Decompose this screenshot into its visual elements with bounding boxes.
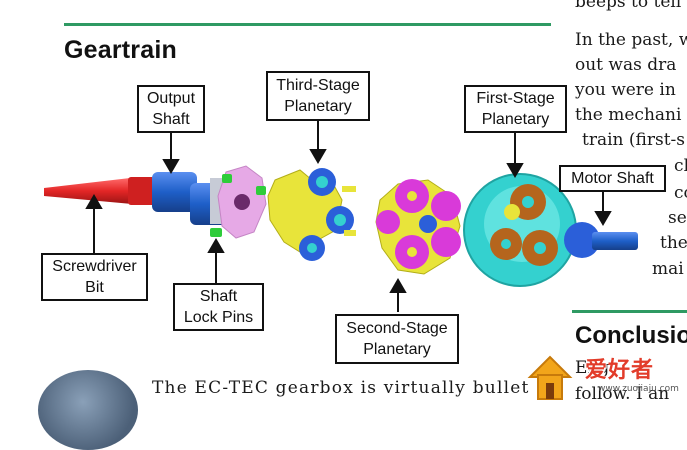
right-column-line: you were in [575, 80, 676, 100]
right-column-line: the [660, 233, 687, 253]
right-column-line: beeps to tell y [575, 0, 687, 12]
screwdriver-bit-part [44, 177, 158, 205]
right-column-line: co [674, 183, 687, 203]
watermark-logo [527, 355, 573, 400]
section-title: Geartrain [64, 36, 177, 64]
first-stage-part [463, 173, 577, 287]
author-photo [38, 370, 138, 450]
callout-shaft-lock-pins: Shaft Lock Pins [173, 283, 264, 331]
callout-line: Bit [85, 279, 104, 296]
third-stage-part [267, 168, 356, 261]
callout-line: Third-Stage [276, 77, 360, 94]
callout-line: Planetary [363, 341, 431, 358]
watermark-brand: 爱好者 [585, 358, 655, 383]
callout-line: Planetary [481, 111, 550, 128]
callout-line: Planetary [284, 98, 352, 115]
motor-shaft-part [564, 222, 638, 258]
watermark-url: www.zuojiaju.com [598, 384, 679, 394]
second-stage-part [375, 179, 461, 275]
conclusion-line: Eng [575, 358, 610, 378]
callout-output-shaft: Output Shaft [137, 85, 205, 133]
callout-line: Output [146, 90, 196, 107]
right-column-line: In the past, w [575, 30, 687, 50]
callout-line: First-Stage [476, 90, 555, 107]
bottom-paragraph: The EC-TEC gearbox is virtually bullet [152, 378, 530, 398]
callout-line: Screwdriver [52, 258, 137, 275]
right-column-line: train (first-s [582, 130, 686, 150]
callout-second-stage: Second-Stage Planetary [335, 314, 459, 364]
callout-line: Shaft [199, 288, 238, 305]
section-rule-bottom [572, 310, 687, 313]
right-column-line: ch [674, 156, 687, 176]
callout-motor-shaft: Motor Shaft [559, 165, 666, 192]
callout-line: Second-Stage [346, 320, 448, 337]
geartrain-illustration [44, 121, 638, 312]
callout-screwdriver-bit: Screwdriver Bit [41, 253, 148, 301]
right-column-line: out was dra [575, 55, 677, 75]
callout-line: Shaft [152, 111, 190, 128]
right-column-line: mai [652, 259, 684, 279]
shaft-lock-part [210, 165, 267, 239]
callout-line: Motor Shaft [571, 170, 654, 187]
conclusion-line: follow. I an [575, 384, 670, 404]
callout-line: Lock Pins [183, 309, 254, 326]
callout-first-stage: First-Stage Planetary [464, 85, 567, 133]
section-rule-top [64, 23, 551, 26]
callout-third-stage: Third-Stage Planetary [266, 71, 370, 121]
right-column-line: se [668, 208, 687, 228]
callout-arrows [85, 121, 612, 312]
conclusion-heading: Conclusio [575, 322, 687, 349]
right-column-line: the mechani [575, 105, 682, 125]
